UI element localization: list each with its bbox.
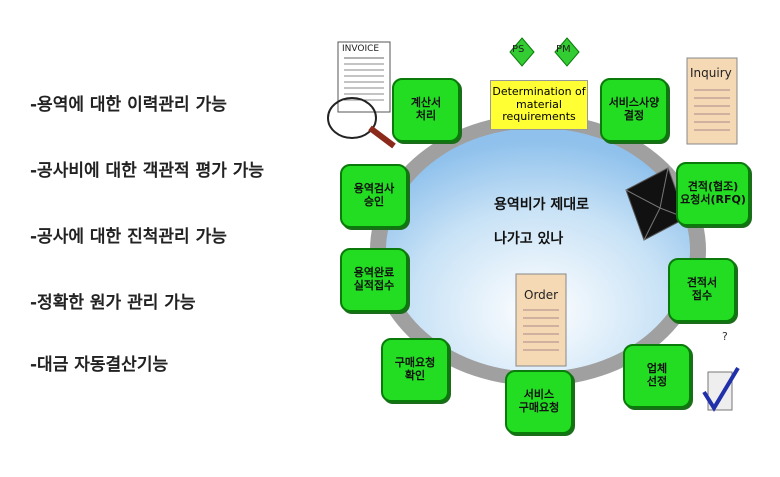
pm-label: PM (556, 44, 571, 55)
invoice-label: INVOICE (342, 44, 380, 54)
inquiry-document-icon (686, 57, 738, 145)
question-mark: ? (722, 330, 728, 343)
node-completion-receipt: 용역완료 실적접수 (340, 248, 408, 312)
node-inspection-approval: 용역검사 승인 (340, 164, 408, 228)
node-request-confirm: 구매요청 확인 (381, 338, 449, 402)
cycle-inner (386, 128, 690, 372)
bullet-item: -대금 자동결산기능 (30, 355, 169, 375)
magnifier-icon (327, 97, 396, 149)
node-quote-receipt: 견적서 접수 (668, 258, 736, 322)
node-rfq: 견적(협조) 요청서(RFQ) (676, 162, 750, 226)
node-service-request: 서비스 구매요청 (505, 370, 573, 434)
material-requirements-text: Determination of material requirements (492, 85, 586, 124)
node-vendor-selection: 업체 선정 (623, 344, 691, 408)
checkmark-icon (702, 366, 740, 412)
node-invoice-processing: 계산서 처리 (392, 78, 460, 142)
ps-label: PS (512, 44, 525, 55)
inquiry-label: Inquiry (690, 66, 732, 80)
center-text-line1: 용역비가 제대로 (494, 197, 590, 213)
pm-diamond-icon (554, 37, 580, 67)
bullet-item: -공사에 대한 진척관리 가능 (30, 227, 227, 247)
order-label: Order (524, 288, 559, 302)
bullet-item: -정확한 원가 관리 가능 (30, 293, 196, 313)
bullet-item: -공사비에 대한 객관적 평가 가능 (30, 161, 265, 181)
bullet-item: -용역에 대한 이력관리 가능 (30, 95, 227, 115)
center-text-line2: 나가고 있나 (494, 231, 564, 247)
ps-diamond-icon (509, 37, 535, 67)
envelope-icon (625, 167, 687, 241)
material-requirements-box: Determination of material requirements (490, 80, 588, 130)
order-document-icon (515, 273, 567, 367)
node-service-spec: 서비스사양 결정 (600, 78, 668, 142)
